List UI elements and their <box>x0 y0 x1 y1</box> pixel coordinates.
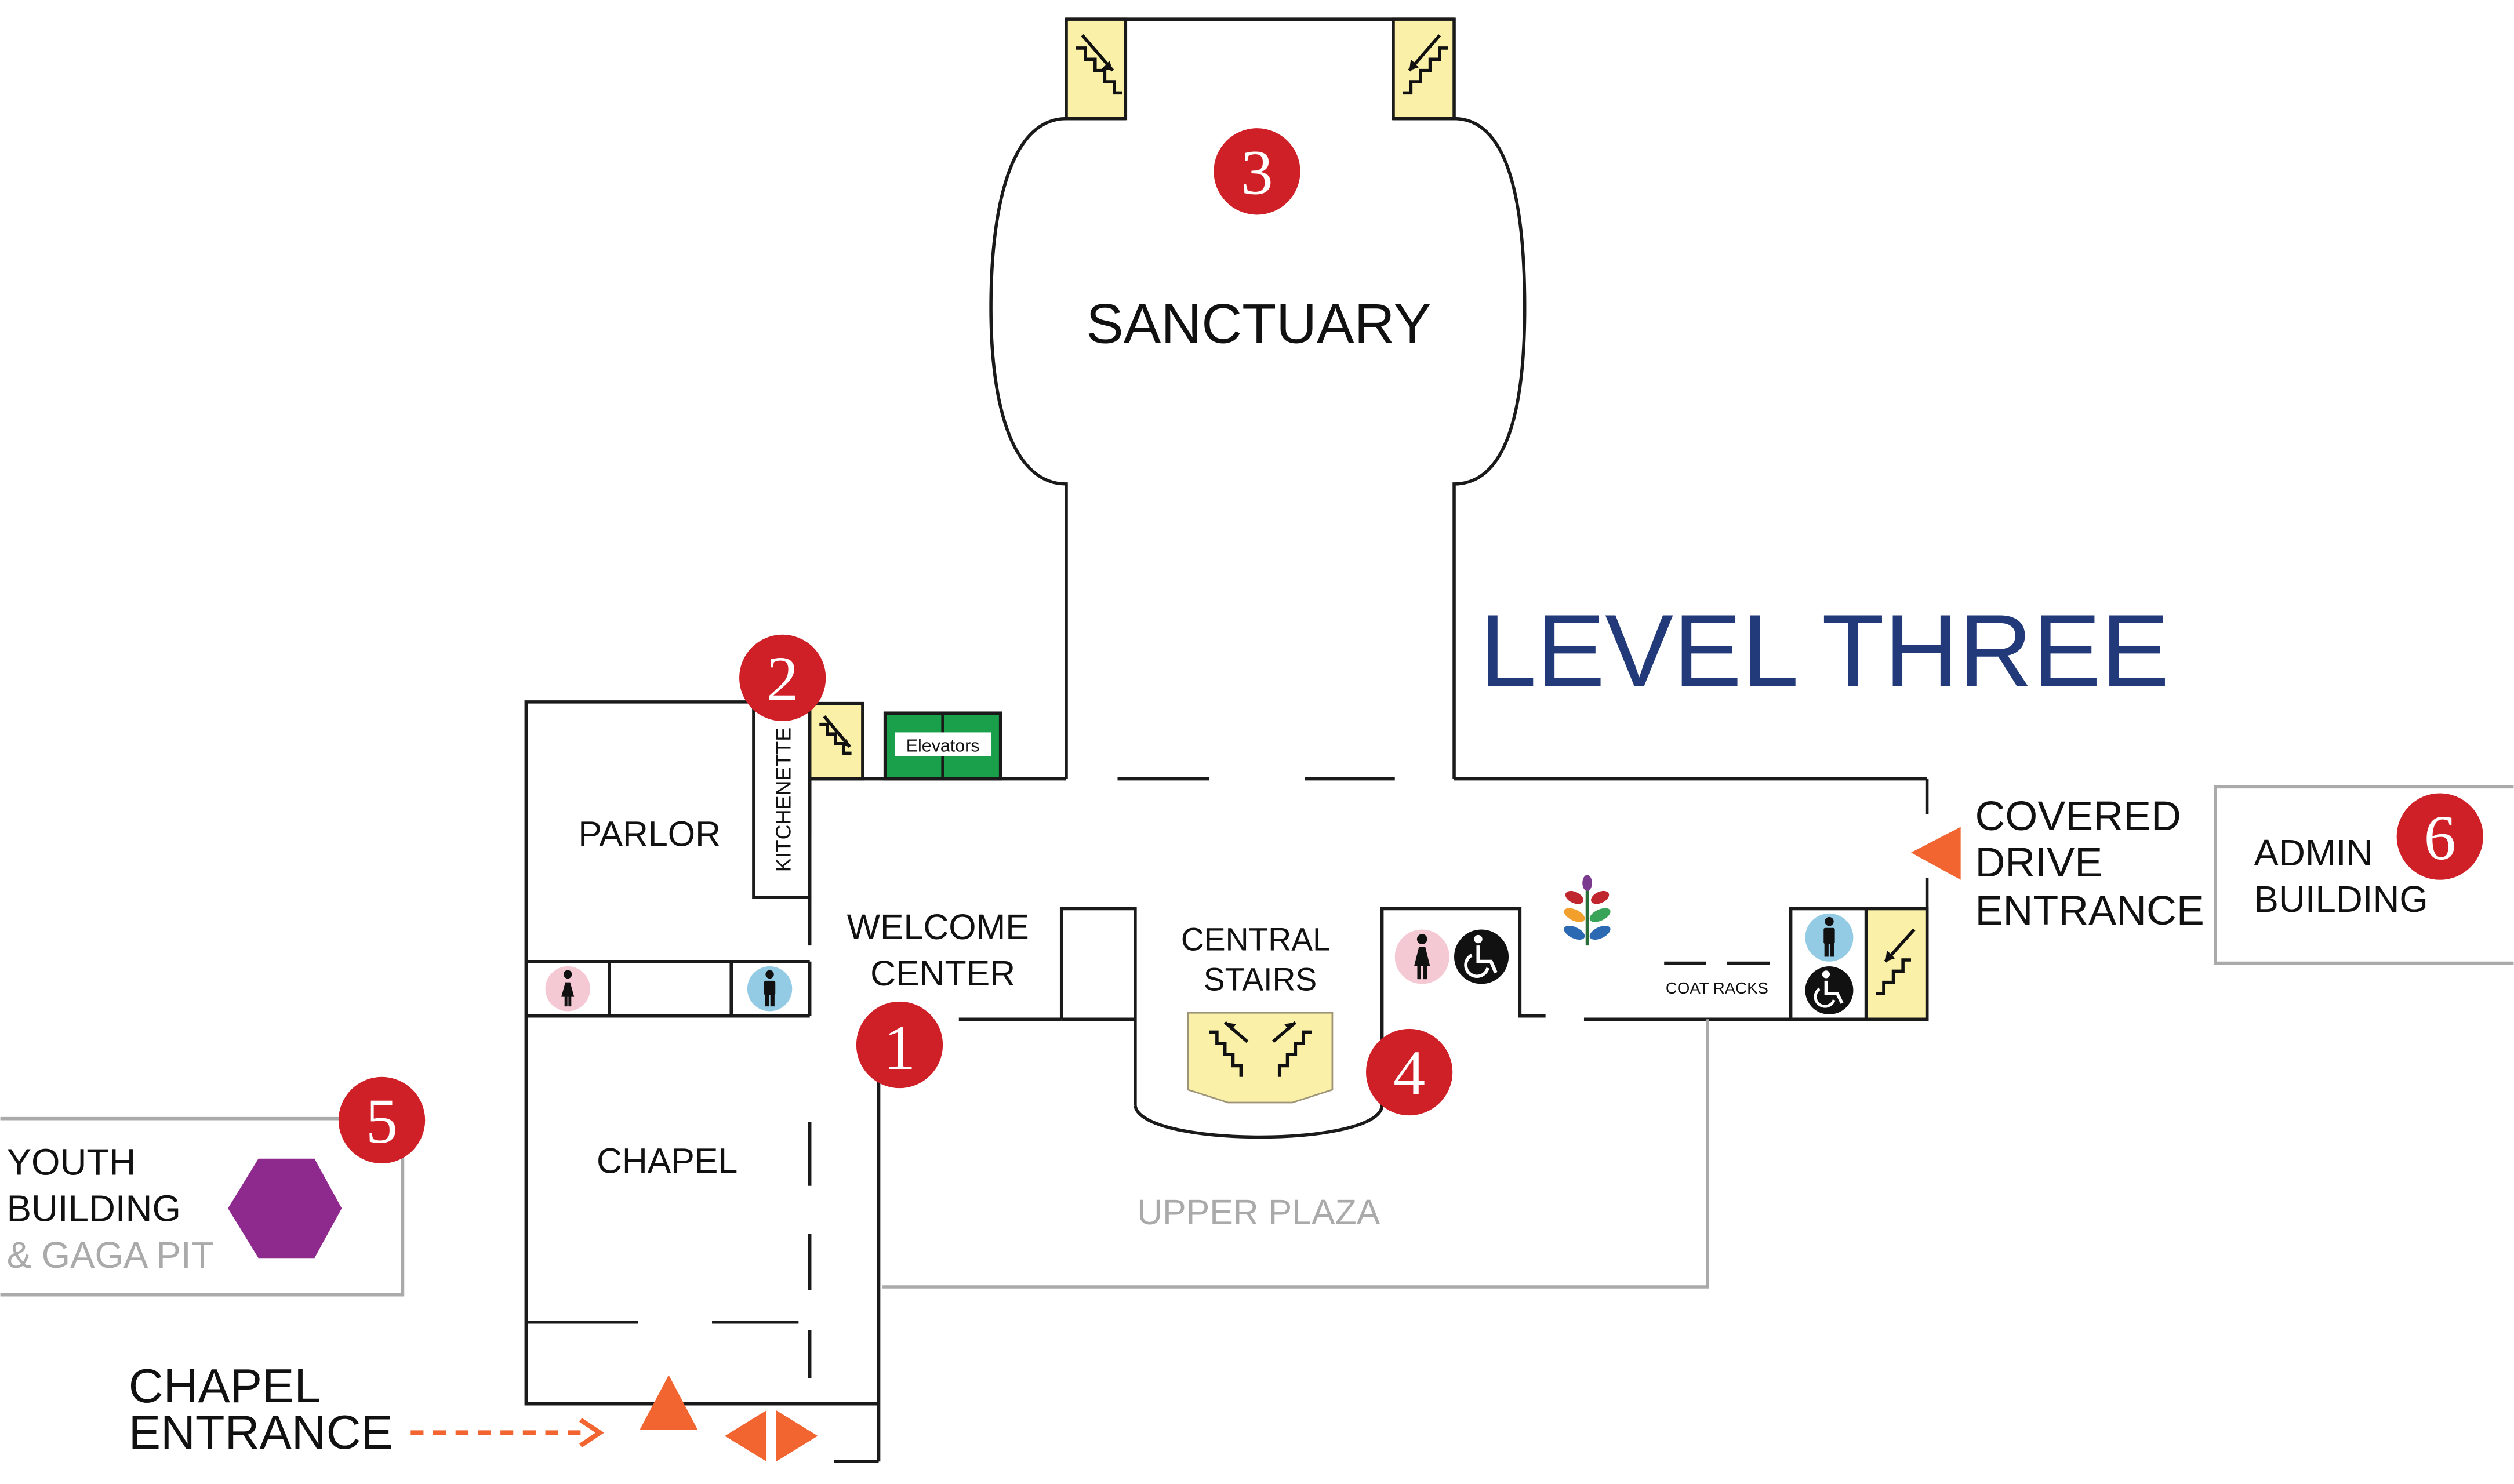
covered-drive-entrance-arrow[interactable] <box>1910 827 1961 880</box>
chapel-entrance-line1: CHAPEL <box>129 1359 321 1413</box>
marker-6[interactable]: 6 <box>2396 793 2483 880</box>
chapel-entrance-double-arrow[interactable] <box>725 1410 818 1462</box>
wheelchair-icon[interactable] <box>1805 966 1854 1014</box>
chapel-entrance-label: CHAPEL ENTRANCE <box>129 1359 393 1459</box>
page-title: LEVEL THREE <box>1480 594 2170 708</box>
stairs-icon[interactable] <box>1864 907 1929 1021</box>
elevators[interactable] <box>883 711 1002 781</box>
man-icon[interactable] <box>747 966 793 1012</box>
elevators-label: Elevators <box>906 736 980 756</box>
marker-6-label: 6 <box>2424 802 2456 873</box>
youth-building[interactable] <box>0 1116 405 1297</box>
marker-4[interactable]: 4 <box>1365 1028 1453 1116</box>
corridor-walls <box>808 777 1929 1464</box>
admin-building-label: ADMIN BUILDING <box>2254 832 2428 920</box>
covered-drive-entrance-line3: ENTRANCE <box>1975 888 2204 934</box>
admin-building-line2: BUILDING <box>2254 879 2428 920</box>
marker-2[interactable]: 2 <box>739 634 826 722</box>
chapel-label: CHAPEL <box>597 1141 738 1181</box>
marker-4-label: 4 <box>1393 1037 1425 1108</box>
stairs-icon[interactable] <box>808 701 864 781</box>
marker-2-label: 2 <box>766 643 798 714</box>
marker-5[interactable]: 5 <box>338 1076 426 1164</box>
welcome-center-label: WELCOME CENTER <box>847 907 1039 993</box>
central-stairs-label-line1: CENTRAL <box>1181 921 1331 957</box>
woman-icon[interactable] <box>545 966 590 1012</box>
marker-1[interactable]: 1 <box>856 1001 943 1089</box>
man-icon[interactable] <box>1805 913 1854 962</box>
covered-drive-entrance-label: COVERED DRIVE ENTRANCE <box>1975 793 2204 934</box>
central-stairs[interactable] <box>1187 1012 1334 1104</box>
youth-building-line1: YOUTH <box>7 1141 136 1183</box>
youth-building-line2: BUILDING <box>7 1188 181 1230</box>
hexagon-icon <box>228 1158 342 1259</box>
upper-plaza-outline <box>882 1019 1709 1289</box>
marker-1-label: 1 <box>884 1012 915 1083</box>
wheelchair-icon[interactable] <box>1454 929 1509 984</box>
parlor-label: PARLOR <box>578 814 721 854</box>
leaf-logo-icon <box>1564 875 1611 946</box>
upper-plaza-label: UPPER PLAZA <box>1137 1192 1380 1232</box>
welcome-center-label-line2: CENTER <box>870 954 1015 993</box>
marker-3[interactable]: 3 <box>1214 128 1300 215</box>
central-stairs-label-line2: STAIRS <box>1204 962 1317 998</box>
marker-3-label: 3 <box>1241 137 1273 208</box>
coat-racks-label: COAT RACKS <box>1666 979 1768 997</box>
youth-building-line3: & GAGA PIT <box>7 1235 214 1276</box>
covered-drive-entrance-line1: COVERED <box>1975 793 2181 839</box>
stairs-icon[interactable] <box>1392 17 1456 121</box>
west-wing-walls <box>524 700 879 1406</box>
chapel-entrance-dotted-arrow <box>410 1417 604 1448</box>
admin-building-line1: ADMIN <box>2254 832 2373 874</box>
central-stairs-label: CENTRAL STAIRS <box>1181 921 1339 997</box>
youth-building-label: YOUTH BUILDING & GAGA PIT <box>7 1141 214 1275</box>
kitchenette-label: KITCHENETTE <box>772 728 795 872</box>
woman-icon[interactable] <box>1394 929 1449 984</box>
chapel-entrance-arrow-up[interactable] <box>640 1375 698 1430</box>
chapel-entrance-line2: ENTRANCE <box>129 1405 393 1459</box>
admin-building[interactable] <box>2214 785 2514 965</box>
stairs-icon[interactable] <box>1065 17 1128 121</box>
marker-5-label: 5 <box>366 1085 398 1156</box>
sanctuary-label: SANCTUARY <box>1086 292 1431 355</box>
covered-drive-entrance-line2: DRIVE <box>1975 839 2103 886</box>
welcome-center-label-line1: WELCOME <box>847 907 1029 947</box>
